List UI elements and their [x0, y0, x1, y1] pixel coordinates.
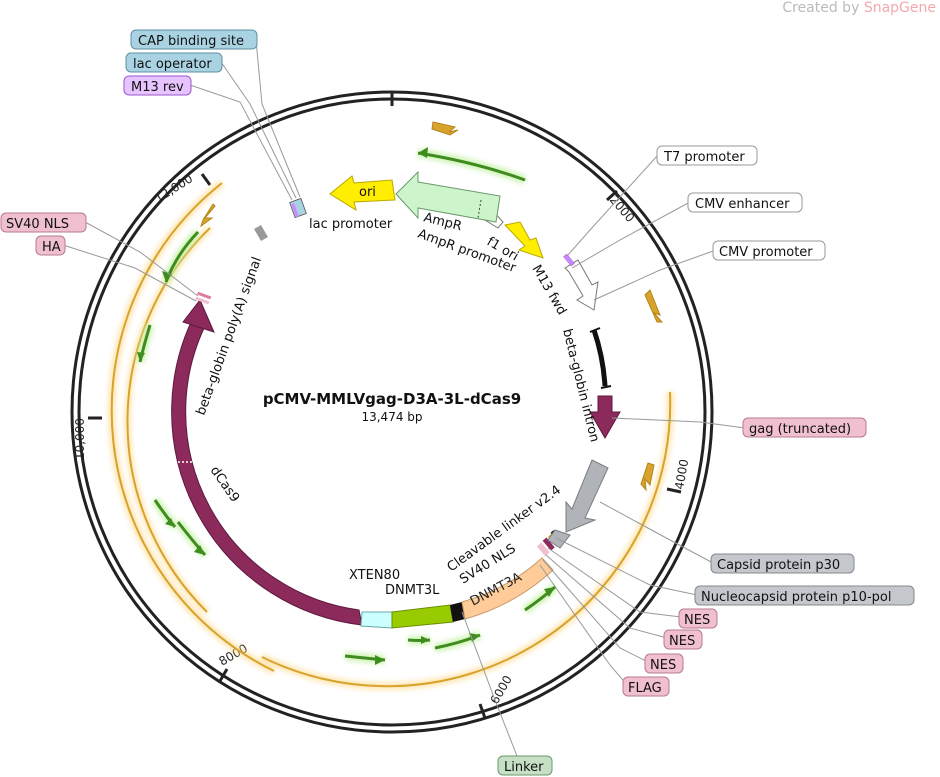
tick-label-10000: 10,000 — [73, 418, 87, 460]
callout-cmv-pro-text: CMV promoter — [719, 245, 813, 260]
orf-arrow-top — [431, 121, 459, 136]
ori-shape — [329, 175, 396, 212]
callout-linker[interactable]: Linker — [497, 755, 553, 776]
callout-cmv-enh-text: CMV enhancer — [695, 197, 790, 212]
capsid-p30-shape — [565, 459, 609, 533]
label-xten80: XTEN80 — [349, 568, 400, 583]
dnmt3a-shape — [461, 557, 554, 620]
callout-t7-promoter[interactable]: T7 promoter — [656, 145, 758, 166]
label-beta-globin-polya: beta-globin poly(A) signal — [194, 255, 265, 417]
callout-ha[interactable]: HA — [35, 235, 66, 256]
m13-fwd-shape — [563, 253, 575, 267]
orf-small-arrows — [200, 121, 664, 492]
label-beta-globin-intron: beta-globin intron — [559, 327, 602, 443]
callout-cap-binding-site[interactable]: CAP binding site — [130, 29, 258, 50]
label-ori: ori — [359, 185, 376, 200]
f1-ori-shape — [504, 221, 544, 259]
callout-nucleocapsid-p10[interactable]: Nucleocapsid protein p10-pol — [694, 585, 915, 606]
callout-nes3-text: NES — [650, 658, 676, 673]
plasmid-name: pCMV-MMLVgag-D3A-3L-dCas9 — [263, 390, 521, 408]
callout-gag-truncated[interactable]: gag (truncated) — [742, 417, 867, 438]
sv40-ha-stripes — [197, 291, 212, 300]
orf-arrow-right-2 — [640, 462, 655, 492]
label-dnmt3l: DNMT3L — [385, 583, 440, 598]
orf-arrow-right-1 — [644, 289, 664, 323]
tick-marks — [88, 92, 682, 719]
watermark-prefix: Created by — [782, 0, 860, 16]
callouts: CAP binding site lac operator M13 rev SV… — [0, 29, 915, 776]
callout-linker-text: Linker — [504, 760, 544, 775]
watermark-brand: SnapGene — [863, 0, 936, 16]
callout-nes-1[interactable]: NES — [678, 608, 718, 629]
callout-ha-text: HA — [42, 240, 61, 255]
callout-nes1-text: NES — [684, 613, 710, 628]
beta-globin-intron-shape — [591, 329, 608, 387]
ampr-shape — [395, 170, 501, 223]
linker-block — [450, 602, 465, 622]
callout-p30-text: Capsid protein p30 — [717, 558, 840, 573]
dnmt3l-shape — [391, 604, 454, 629]
callout-nes2-text: NES — [669, 634, 695, 649]
dcas9-arrowhead — [182, 299, 215, 333]
orf-green-arrows — [135, 147, 558, 665]
callout-flag[interactable]: FLAG — [622, 676, 670, 697]
orf-arc-left-line — [110, 182, 275, 672]
dcas9-shape — [171, 311, 363, 626]
callout-cmv-promoter[interactable]: CMV promoter — [712, 240, 826, 261]
callout-m13rev-text: M13 rev — [131, 80, 184, 95]
label-lac-promoter: lac promoter — [309, 217, 393, 232]
callout-nes-2[interactable]: NES — [663, 629, 703, 650]
callout-lac-op-text: lac operator — [133, 57, 212, 72]
orf-arc-right-line — [261, 391, 672, 688]
callout-m13-rev[interactable]: M13 rev — [123, 75, 192, 96]
plasmid-length: 13,474 bp — [361, 410, 422, 424]
tick-label-2000: 2000 — [607, 193, 638, 225]
callout-lac-operator[interactable]: lac operator — [125, 52, 223, 73]
callout-nes-3[interactable]: NES — [644, 653, 684, 674]
callout-sv40-text: SV40 NLS — [6, 217, 69, 232]
watermark: Created by SnapGene — [782, 0, 936, 16]
callout-t7-text: T7 promoter — [663, 150, 745, 165]
label-dcas9: dCas9 — [207, 464, 242, 506]
cmv-shape — [564, 259, 599, 311]
label-m13-fwd: M13 fwd — [529, 263, 570, 318]
callout-cmv-enhancer[interactable]: CMV enhancer — [687, 192, 803, 213]
leader-lines — [62, 39, 746, 757]
xten80-shape — [360, 611, 393, 629]
orf-arrow-left-1 — [200, 203, 216, 228]
callout-cap-text: CAP binding site — [138, 34, 244, 49]
callout-p10-text: Nucleocapsid protein p10-pol — [701, 590, 891, 605]
callout-sv40-nls[interactable]: SV40 NLS — [0, 212, 87, 233]
gag-shape — [589, 395, 621, 440]
callout-gag-text: gag (truncated) — [749, 422, 851, 437]
tick-label-4000: 4000 — [672, 458, 691, 491]
callout-flag-text: FLAG — [628, 681, 662, 696]
callout-capsid-p30[interactable]: Capsid protein p30 — [710, 553, 855, 574]
grey-box — [254, 224, 268, 242]
feature-shapes — [171, 170, 621, 629]
